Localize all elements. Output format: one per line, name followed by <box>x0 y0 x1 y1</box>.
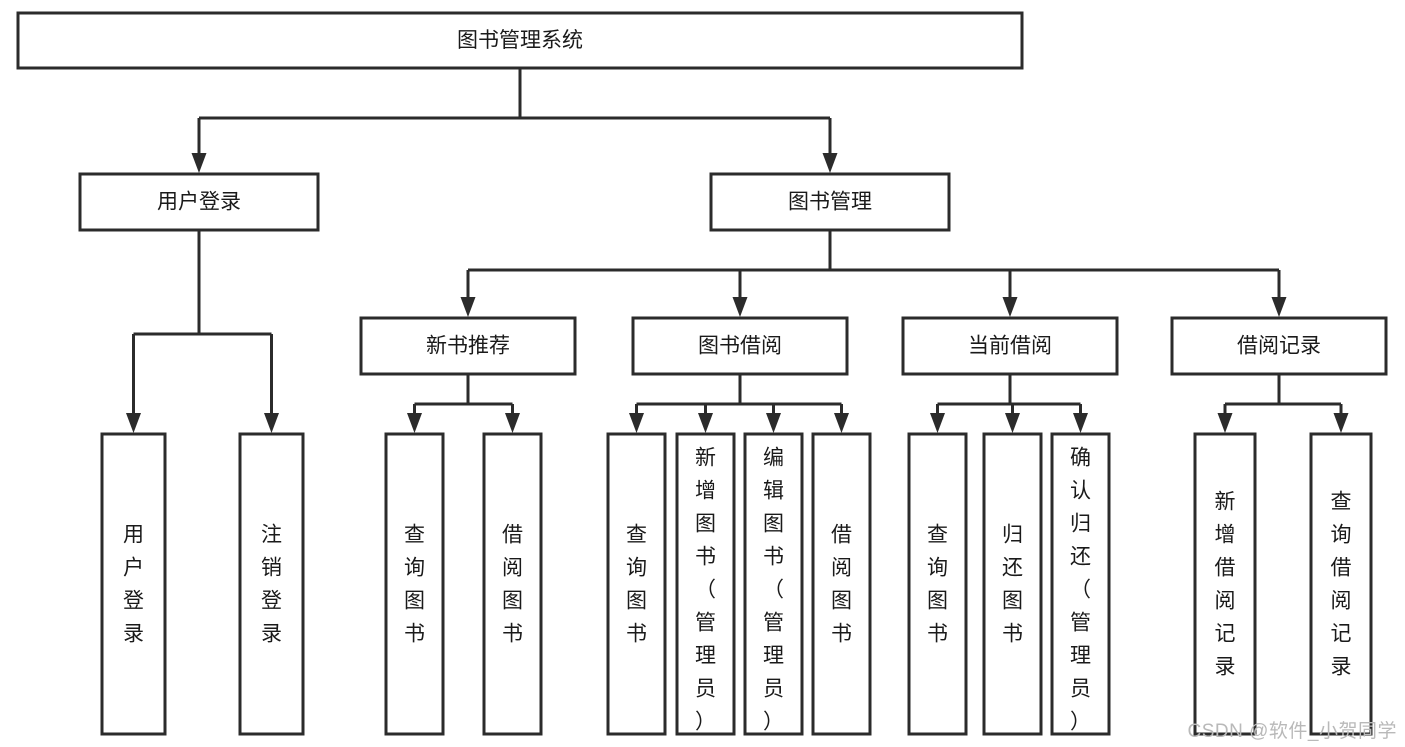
node-label-user-login: 用户登录 <box>157 191 241 214</box>
node-label-new-book-recommend: 新书推荐 <box>426 335 510 358</box>
node-leaf-return-book[interactable]: 归还图书 <box>982 432 1043 736</box>
node-box-current-borrow[interactable] <box>901 316 1119 376</box>
node-label-leaf-user-login: 用户登录 <box>123 523 144 645</box>
node-box-leaf-edit-book[interactable] <box>743 432 804 736</box>
node-leaf-confirm-return[interactable]: 确认归还（管理员） <box>1050 432 1111 736</box>
node-leaf-edit-book[interactable]: 编辑图书（管理员） <box>743 432 804 736</box>
node-borrow-record[interactable]: 借阅记录 <box>1170 316 1388 376</box>
node-box-leaf-user-logout[interactable] <box>238 432 305 736</box>
node-new-book-recommend[interactable]: 新书推荐 <box>359 316 577 376</box>
node-leaf-add-borrow-record[interactable]: 新增借阅记录 <box>1193 432 1257 736</box>
node-box-borrow-record[interactable] <box>1170 316 1388 376</box>
node-leaf-add-book[interactable]: 新增图书（管理员） <box>675 432 736 736</box>
edge-book-manage-to-level2 <box>460 230 1287 317</box>
node-box-new-book-recommend[interactable] <box>359 316 577 376</box>
node-box-leaf-query-book-2[interactable] <box>606 432 667 736</box>
node-leaf-query-book-3[interactable]: 查询图书 <box>907 432 968 736</box>
node-leaf-user-logout[interactable]: 注销登录 <box>238 432 305 736</box>
edge-new-book-to-leaves <box>407 374 520 433</box>
node-box-leaf-borrow-book-1[interactable] <box>482 432 543 736</box>
connectors-layer <box>126 68 1349 433</box>
node-label-leaf-add-borrow-record: 新增借阅记录 <box>1215 490 1236 678</box>
node-label-root: 图书管理系统 <box>457 29 583 52</box>
edge-user-login-to-leaves <box>126 230 279 433</box>
node-label-book-manage: 图书管理 <box>788 191 872 214</box>
node-label-leaf-query-book-2: 查询图书 <box>626 523 647 645</box>
node-leaf-borrow-book-1[interactable]: 借阅图书 <box>482 432 543 736</box>
node-label-leaf-borrow-book-2: 借阅图书 <box>831 523 852 645</box>
node-book-manage[interactable]: 图书管理 <box>709 172 951 232</box>
node-leaf-query-book-2[interactable]: 查询图书 <box>606 432 667 736</box>
node-label-leaf-add-book: 新增图书（管理员） <box>695 446 716 733</box>
edge-book-borrow-to-leaves <box>629 374 849 433</box>
node-label-leaf-borrow-book-1: 借阅图书 <box>502 523 523 645</box>
nodes-layer: 图书管理系统用户登录图书管理新书推荐图书借阅当前借阅借阅记录用户登录注销登录查询… <box>16 11 1388 736</box>
node-user-login[interactable]: 用户登录 <box>78 172 320 232</box>
node-box-leaf-confirm-return[interactable] <box>1050 432 1111 736</box>
node-box-leaf-add-borrow-record[interactable] <box>1193 432 1257 736</box>
node-label-leaf-user-logout: 注销登录 <box>261 523 282 645</box>
node-box-leaf-query-borrow-record[interactable] <box>1309 432 1373 736</box>
node-box-user-login[interactable] <box>78 172 320 232</box>
edge-current-borrow-to-leaves <box>930 374 1088 433</box>
node-leaf-borrow-book-2[interactable]: 借阅图书 <box>811 432 872 736</box>
node-label-book-borrow: 图书借阅 <box>698 335 782 358</box>
node-leaf-user-login[interactable]: 用户登录 <box>100 432 167 736</box>
node-current-borrow[interactable]: 当前借阅 <box>901 316 1119 376</box>
node-box-leaf-borrow-book-2[interactable] <box>811 432 872 736</box>
edge-root-to-level1 <box>191 68 838 173</box>
edge-borrow-record-to-leaves <box>1217 374 1349 433</box>
node-label-leaf-confirm-return: 确认归还（管理员） <box>1070 446 1091 733</box>
node-box-leaf-add-book[interactable] <box>675 432 736 736</box>
node-label-borrow-record: 借阅记录 <box>1237 335 1321 358</box>
node-label-leaf-return-book: 归还图书 <box>1002 523 1023 645</box>
node-box-leaf-return-book[interactable] <box>982 432 1043 736</box>
node-label-leaf-query-book-1: 查询图书 <box>404 523 425 645</box>
node-box-leaf-user-login[interactable] <box>100 432 167 736</box>
node-book-borrow[interactable]: 图书借阅 <box>631 316 849 376</box>
node-label-leaf-edit-book: 编辑图书（管理员） <box>763 446 784 733</box>
node-box-leaf-query-book-3[interactable] <box>907 432 968 736</box>
node-leaf-query-borrow-record[interactable]: 查询借阅记录 <box>1309 432 1373 736</box>
node-label-leaf-query-book-3: 查询图书 <box>927 523 948 645</box>
node-leaf-query-book-1[interactable]: 查询图书 <box>384 432 445 736</box>
node-box-root[interactable] <box>16 11 1024 70</box>
node-box-book-manage[interactable] <box>709 172 951 232</box>
node-root[interactable]: 图书管理系统 <box>16 11 1024 70</box>
node-box-leaf-query-book-1[interactable] <box>384 432 445 736</box>
node-label-leaf-query-borrow-record: 查询借阅记录 <box>1331 490 1352 678</box>
node-box-book-borrow[interactable] <box>631 316 849 376</box>
node-label-current-borrow: 当前借阅 <box>968 335 1052 358</box>
